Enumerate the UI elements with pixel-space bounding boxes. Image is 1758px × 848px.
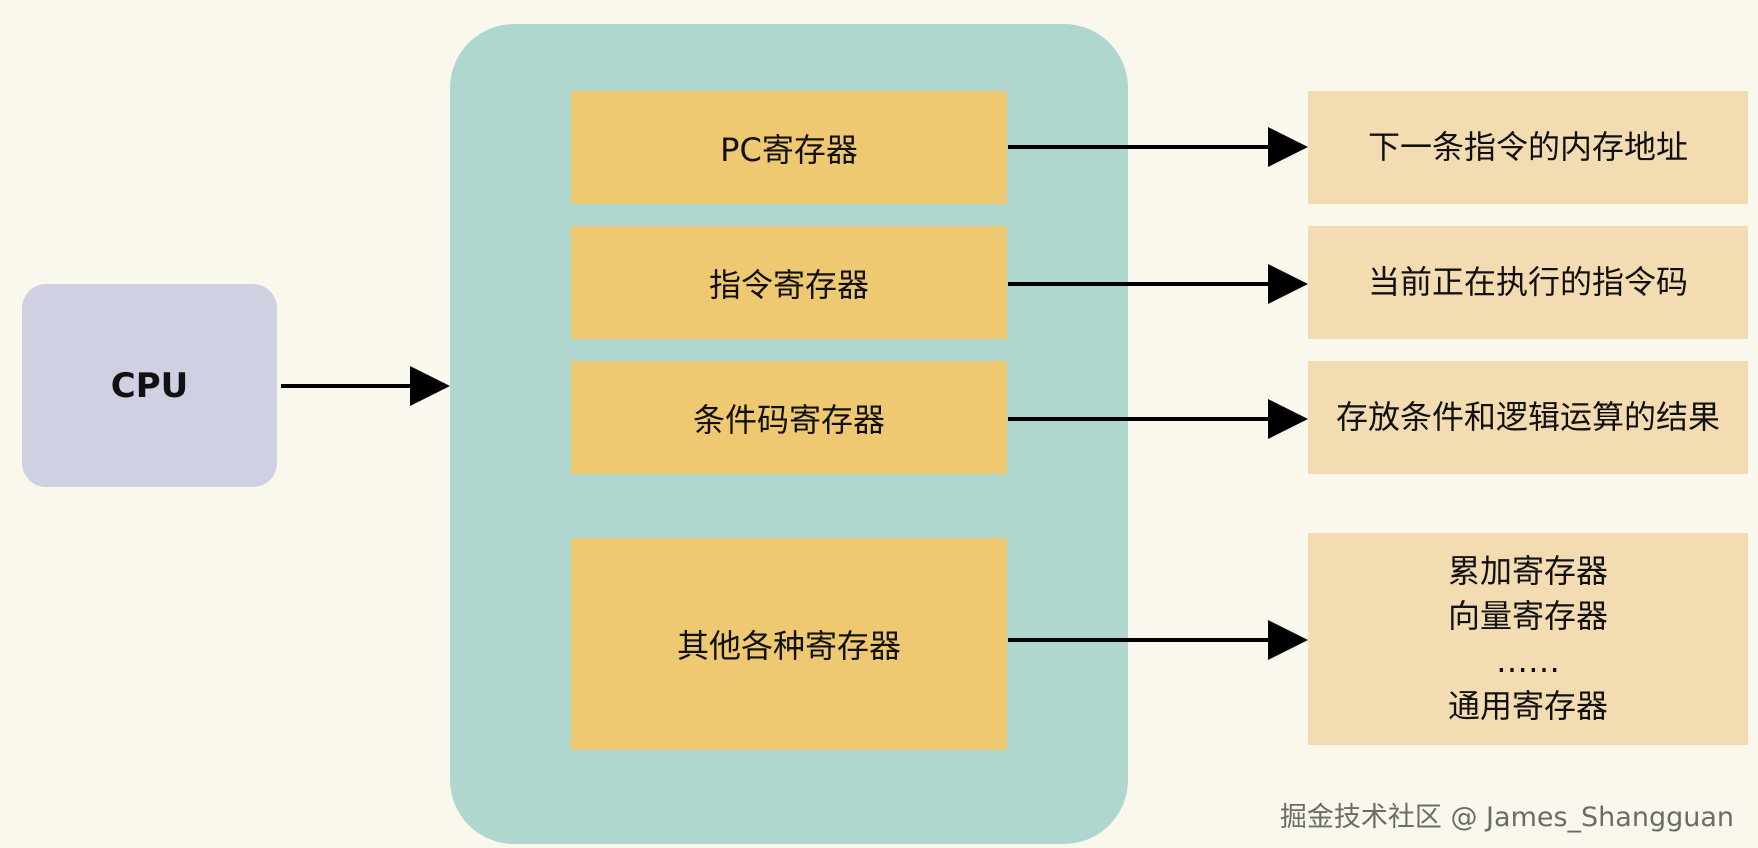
description-pc: 下一条指令的内存地址 bbox=[1308, 91, 1748, 204]
description-other-line-1: 累加寄存器 bbox=[1447, 552, 1608, 591]
register-other: 其他各种寄存器 bbox=[571, 538, 1007, 750]
description-condition-code-text: 存放条件和逻辑运算的结果 bbox=[1335, 398, 1720, 437]
description-condition-code: 存放条件和逻辑运算的结果 bbox=[1308, 361, 1748, 474]
cpu-label: CPU bbox=[110, 365, 189, 406]
cpu-node: CPU bbox=[22, 284, 277, 487]
register-instruction: 指令寄存器 bbox=[571, 226, 1007, 339]
description-other-line-3: …… bbox=[1496, 642, 1560, 680]
description-other-line-2: 向量寄存器 bbox=[1447, 597, 1608, 636]
description-other-line-4: 通用寄存器 bbox=[1447, 686, 1608, 725]
register-pc-label: PC寄存器 bbox=[720, 130, 858, 169]
register-instruction-label: 指令寄存器 bbox=[708, 265, 869, 304]
description-other: 累加寄存器 向量寄存器 …… 通用寄存器 bbox=[1308, 533, 1748, 745]
description-instruction: 当前正在执行的指令码 bbox=[1308, 226, 1748, 339]
description-instruction-text: 当前正在执行的指令码 bbox=[1367, 263, 1688, 302]
register-condition-code: 条件码寄存器 bbox=[571, 361, 1007, 474]
register-other-label: 其他各种寄存器 bbox=[676, 627, 901, 665]
register-condition-code-label: 条件码寄存器 bbox=[692, 400, 885, 439]
register-pc: PC寄存器 bbox=[571, 91, 1007, 204]
watermark: 掘金技术社区 @ James_Shangguan bbox=[1279, 802, 1734, 833]
description-pc-text: 下一条指令的内存地址 bbox=[1367, 128, 1688, 167]
